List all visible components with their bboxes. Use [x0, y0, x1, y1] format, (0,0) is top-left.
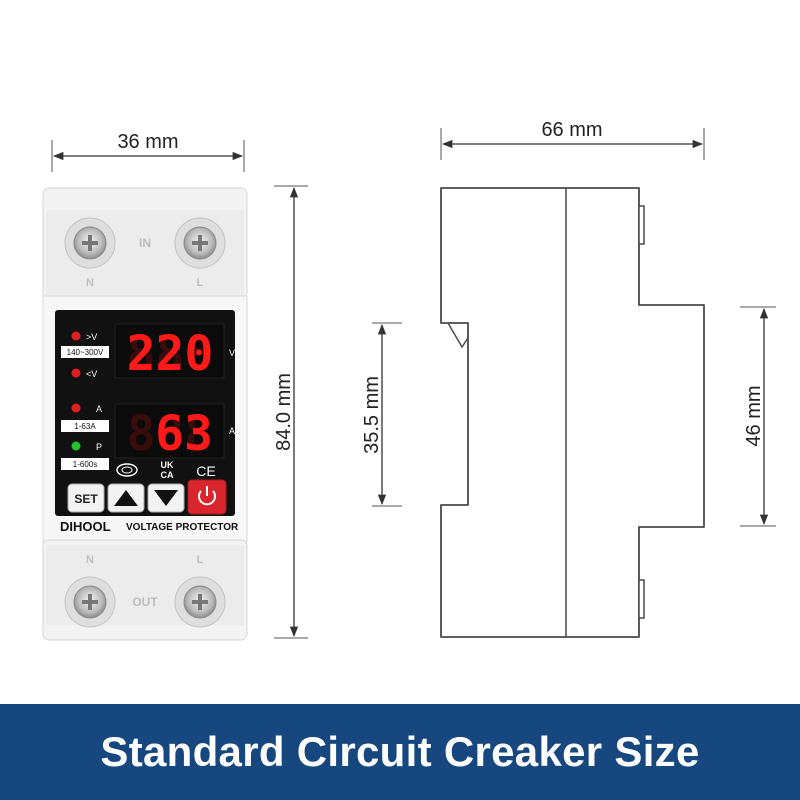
voltage-reading: 220 [127, 326, 214, 382]
set-button[interactable]: SET [67, 483, 105, 513]
set-button-label: SET [74, 492, 98, 506]
current-reading: 63 [155, 406, 213, 462]
current-display [114, 403, 225, 459]
inner-left-height-dimension: 35.5 mm [361, 322, 402, 507]
out-label: OUT [132, 595, 158, 609]
voltage-display [114, 323, 225, 379]
voltage-range-label: 140~300V [67, 348, 104, 357]
breaker-front: IN N L >V 140~300V <V 888 220 V A 1-63A … [42, 187, 248, 641]
svg-text:888: 888 [127, 326, 214, 382]
title-banner: Standard Circuit Creaker Size [0, 704, 800, 800]
up-arrow-button[interactable] [107, 483, 145, 513]
power-button[interactable] [187, 479, 227, 515]
bottom-right-screw-terminal [174, 576, 226, 628]
svg-text:888: 888 [127, 406, 214, 462]
ce-mark: CE [196, 463, 215, 479]
up-arrow-icon [114, 490, 138, 506]
over-voltage-led [71, 331, 81, 341]
front-height-dimension: 84.0 mm [273, 185, 308, 639]
top-right-screw-terminal [174, 217, 226, 269]
delay-indicator-label: P [96, 442, 102, 452]
front-width-label: 36 mm [117, 131, 178, 153]
top-left-screw-terminal [64, 217, 116, 269]
banner-title: Standard Circuit Creaker Size [100, 728, 700, 775]
top-neutral-label: N [86, 277, 94, 289]
side-width-label: 66 mm [541, 119, 602, 141]
bottom-neutral-label: N [86, 554, 94, 566]
delay-led [71, 441, 81, 451]
side-width-dimension: 66 mm [440, 119, 705, 160]
ukca-mark-bottom: CA [161, 470, 174, 480]
current-indicator-label: A [96, 404, 102, 414]
inner-left-height-label: 35.5 mm [361, 376, 383, 454]
in-label: IN [139, 236, 151, 250]
top-line-label: L [197, 277, 204, 289]
current-unit: A [229, 426, 235, 436]
under-voltage-led [71, 368, 81, 378]
down-arrow-icon [154, 490, 178, 506]
current-led [71, 403, 81, 413]
bottom-left-screw-terminal [64, 576, 116, 628]
voltage-unit: V [229, 348, 235, 358]
front-width-dimension: 36 mm [51, 131, 245, 172]
bottom-line-label: L [197, 554, 204, 566]
time-range-label: 1-600s [73, 460, 97, 469]
over-voltage-label: >V [86, 332, 97, 342]
ccc-mark-icon [116, 463, 138, 477]
brand-name: DIHOOL [60, 519, 111, 534]
inner-right-height-dimension: 46 mm [740, 306, 776, 527]
current-range-label: 1-63A [74, 422, 96, 431]
ukca-mark-top: UK [161, 460, 174, 470]
under-voltage-label: <V [86, 369, 97, 379]
power-icon [198, 486, 216, 506]
product-name: VOLTAGE PROTECTOR [126, 522, 239, 533]
front-height-label: 84.0 mm [273, 373, 295, 451]
inner-right-height-label: 46 mm [743, 385, 765, 446]
down-arrow-button[interactable] [147, 483, 185, 513]
breaker-side-profile [440, 187, 705, 638]
